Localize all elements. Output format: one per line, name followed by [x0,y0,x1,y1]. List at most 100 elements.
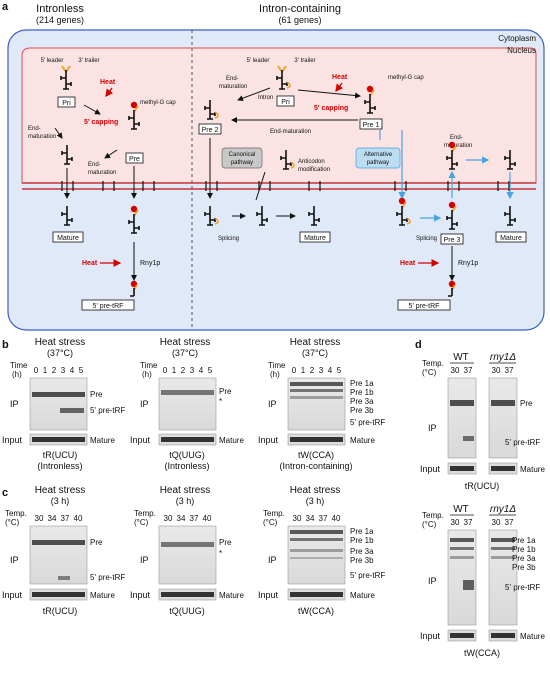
pri-label-right: Pri [281,99,290,106]
b3-temp: (37°C) [302,348,328,358]
pri-label-left: Pri [62,100,71,107]
c1-unit-label: (°C) [5,518,20,527]
pre2-label: Pre 2 [202,127,219,134]
svg-text:4: 4 [70,366,75,375]
c1-input-label: Input [2,590,23,600]
svg-text:5: 5 [79,366,84,375]
c2-ip-blot [158,525,217,585]
c2-unit-label: (°C) [134,518,149,527]
svg-text:30: 30 [451,366,460,375]
spliced-trna-canonical [204,205,219,226]
pre1-label: Pre 1 [363,122,380,129]
mat-right-2: maturation [444,143,472,149]
leader-label-right: 5' leader [247,58,270,64]
b1-h-label: (h) [12,370,22,379]
d1-mature-label: Mature [520,465,545,474]
c3-unit-label: (°C) [263,518,278,527]
c2-star: * [219,549,222,558]
c1-gene: tR(UCU) [43,606,78,616]
b1-gene-sub: (Intronless) [37,461,82,471]
c3-temp-label: Temp. [263,509,285,518]
c3-pre3b: Pre 3b [350,556,374,565]
b2-gene: tQ(UUG) [169,450,205,460]
svg-text:30: 30 [492,518,501,527]
pretrf-fragment-right [448,280,456,297]
b2-heat-stress: Heat stress [160,337,211,348]
svg-text:37: 37 [61,514,70,523]
svg-text:5: 5 [208,366,213,375]
pre3-nucleus-trna [446,141,458,170]
d2-mature-label: Mature [520,632,545,641]
methyl-cap-label-right: methyl-G cap [388,75,424,81]
b3-heat-stress: Heat stress [290,337,341,348]
pre-trna-cyto-left [128,205,140,234]
b1-heat-stress: Heat stress [35,337,86,348]
c3-heat-stress: Heat stress [290,485,341,496]
intronless-title: Intronless [36,3,84,15]
c1-dur: (3 h) [51,496,70,506]
c1-ip-label: IP [10,555,19,565]
svg-text:34: 34 [177,514,186,523]
b3-h-label: (h) [270,370,280,379]
b1-temp: (37°C) [47,348,73,358]
nucleus-label: Nucleus [507,46,536,55]
canonical-label-1: Canonical [229,152,256,158]
svg-text:30: 30 [492,366,501,375]
d1-gene: tR(UCU) [465,481,500,491]
b3-ip-blot [287,377,346,431]
intron-containing-title: Intron-containing [259,3,341,15]
c2-mature-label: Mature [219,591,244,600]
d1-ip-blot-mut [488,377,518,459]
primary-trna-left [60,65,72,90]
svg-text:30: 30 [451,518,460,527]
pretrf-label-left: 5' pre-tRF [93,303,124,310]
svg-text:2: 2 [310,366,315,375]
panel-c-letter: c [2,487,8,499]
capped-pre-trna-left [128,101,140,130]
b2-time-label: Time [140,361,158,370]
anticodon-label-2: modification [298,167,330,173]
leader-label-left: 5' leader [41,58,64,64]
svg-text:2: 2 [52,366,57,375]
b3-gene-sub: (Intron-containing) [279,461,352,471]
b3-pre3a: Pre 3a [350,397,374,406]
d1-wt: WT [453,352,469,363]
svg-text:40: 40 [74,514,83,523]
svg-text:0: 0 [163,366,168,375]
c2-input-label: Input [130,590,151,600]
pre2-trna [204,99,219,120]
svg-text:37: 37 [464,366,473,375]
c1-ip-blot [29,525,88,585]
panel-b-letter: b [2,339,9,351]
panel-d-letter: d [415,339,422,351]
svg-text:1: 1 [172,366,177,375]
end-mat-right-2: End- [450,135,463,141]
c2-dur: (3 h) [176,496,195,506]
heat-label-left: Heat [100,79,116,86]
mature-label-alternative: Mature [500,235,522,242]
mature-label-canonical: Mature [304,235,326,242]
c3-input-label: Input [258,590,279,600]
svg-text:37: 37 [464,518,473,527]
c1-heat-stress: Heat stress [35,485,86,496]
c3-pre1b: Pre 1b [350,536,374,545]
b2-temp: (37°C) [172,348,198,358]
intron-label: Intron [258,95,273,101]
d1-lane-labels: 30 37 30 37 [451,366,514,375]
b3-pre3b: Pre 3b [350,406,374,415]
b1-pretrf-label: 5' pre-tRF [90,406,125,415]
svg-text:37: 37 [505,366,514,375]
pre-label-left: Pre [129,156,140,163]
c3-pretrf: 5' pre-tRF [350,571,385,580]
d2-mut: rny1Δ [490,504,516,515]
c3-pre3a: Pre 3a [350,547,374,556]
svg-text:5: 5 [337,366,342,375]
svg-text:37: 37 [190,514,199,523]
b2-gene-sub: (Intronless) [164,461,209,471]
b1-gene: tR(UCU) [43,450,78,460]
